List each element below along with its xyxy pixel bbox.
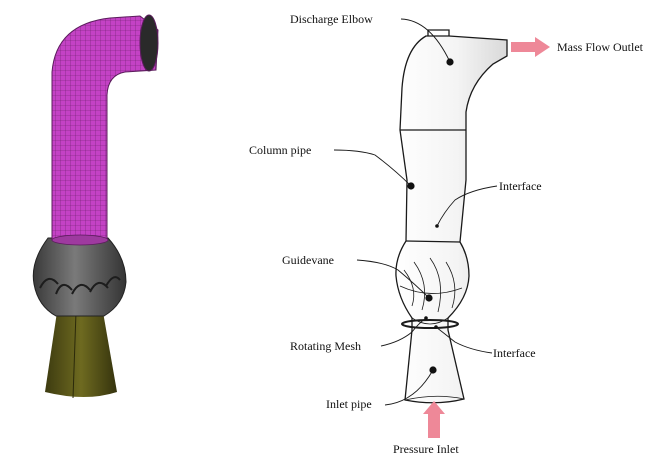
pressure-inlet-arrow <box>423 401 445 438</box>
label-guidevane: Guidevane <box>282 253 334 267</box>
mesh-guidevane-bowl <box>33 238 126 316</box>
label-column-pipe: Column pipe <box>249 143 311 157</box>
dot-inlet-pipe <box>429 366 436 373</box>
mesh-inlet-pipe <box>45 312 117 397</box>
dot-interface-upper <box>435 224 439 228</box>
label-rotating-mesh: Rotating Mesh <box>290 339 361 353</box>
label-discharge-elbow: Discharge Elbow <box>290 12 373 26</box>
dot-discharge-elbow <box>446 58 453 65</box>
label-inlet-pipe: Inlet pipe <box>326 397 372 411</box>
mesh-elbow-outlet <box>140 15 158 71</box>
label-interface-upper: Interface <box>499 179 542 193</box>
dot-interface-lower <box>434 325 438 329</box>
mesh-model <box>33 15 158 398</box>
schematic-body-outline <box>396 36 507 403</box>
label-pressure-inlet: Pressure Inlet <box>393 442 459 456</box>
dot-column-pipe <box>407 182 414 189</box>
dot-rotating-mesh <box>424 316 428 320</box>
label-mass-flow-outlet: Mass Flow Outlet <box>557 40 644 54</box>
mass-flow-outlet-arrow <box>511 37 550 57</box>
dot-guidevane <box>425 294 432 301</box>
schematic <box>396 30 507 403</box>
label-interface-lower: Interface <box>493 346 536 360</box>
